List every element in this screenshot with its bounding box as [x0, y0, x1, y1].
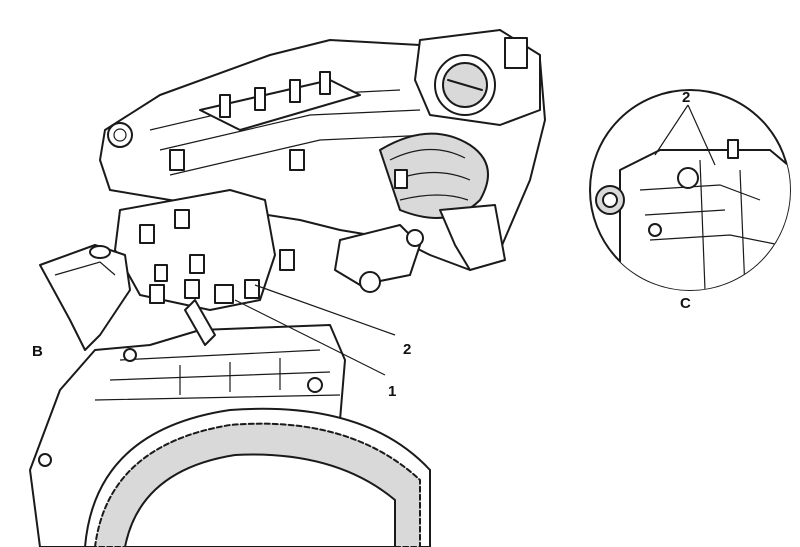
bolt [184, 279, 200, 299]
bolt [189, 254, 205, 274]
bolt [154, 264, 168, 282]
side-bracket [334, 204, 506, 293]
view-label-b: B [32, 343, 43, 360]
thermostat-housing [39, 189, 295, 351]
view-label-c: C [680, 295, 691, 312]
bolt [244, 279, 260, 299]
callout-number-2: 2 [403, 341, 411, 358]
fuel-rail [169, 71, 408, 189]
inset-callout-number-2: 2 [682, 89, 690, 106]
throttle-body [414, 29, 541, 126]
bolt [139, 224, 155, 244]
flywheel-ring-gear [84, 407, 431, 547]
bolt [279, 249, 295, 271]
detail-inset-c [589, 89, 791, 291]
bolt [174, 209, 190, 229]
bolt [214, 284, 234, 304]
bolt [149, 284, 165, 304]
callout-number-1: 1 [388, 383, 396, 400]
leader-lines [234, 284, 396, 376]
